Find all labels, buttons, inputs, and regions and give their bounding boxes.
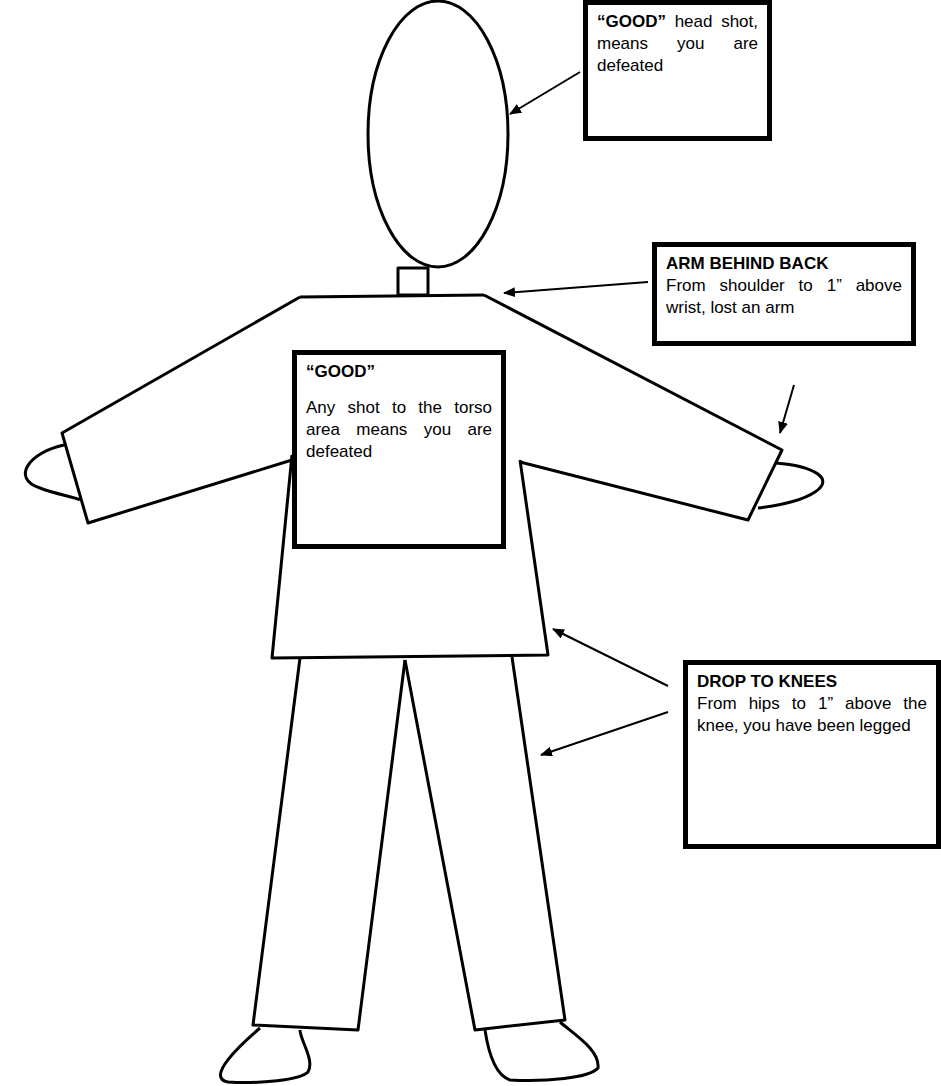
head-outline: [368, 1, 508, 267]
box-heading: “GOOD”: [597, 12, 666, 31]
shoulder-line: [300, 295, 484, 297]
leader-arrow: [780, 385, 794, 433]
box-body: From shoulder to 1” above wrist, lost an…: [666, 275, 902, 319]
callout-box: ARM BEHIND BACKFrom shoulder to 1” above…: [652, 242, 916, 346]
leader-arrow: [510, 72, 580, 114]
left-arm-outline: [62, 297, 300, 523]
right-leg-outline: [405, 657, 565, 1030]
callout-box: DROP TO KNEESFrom hips to 1” above the k…: [683, 660, 941, 849]
callout-box: “GOOD” head shot, means you are defeated: [583, 0, 772, 141]
left-leg-outline: [253, 658, 405, 1030]
left-hand-outline: [25, 445, 80, 500]
box-heading: DROP TO KNEES: [697, 671, 927, 693]
box-body: From hips to 1” above the knee, you have…: [697, 693, 927, 737]
box-heading: ARM BEHIND BACK: [666, 253, 902, 275]
callout-box: “GOOD” Any shot to the torso area means y…: [292, 350, 506, 549]
box-heading: “GOOD”: [306, 361, 492, 383]
right-shoe-outline: [485, 1022, 598, 1081]
right-hand-outline: [758, 463, 823, 508]
neck-outline: [398, 268, 428, 295]
left-shoe-outline: [220, 1028, 309, 1083]
leader-arrow: [553, 629, 668, 686]
leader-arrow: [504, 282, 648, 293]
box-body: Any shot to the torso area means you are…: [306, 397, 492, 463]
leader-arrow: [541, 712, 668, 755]
